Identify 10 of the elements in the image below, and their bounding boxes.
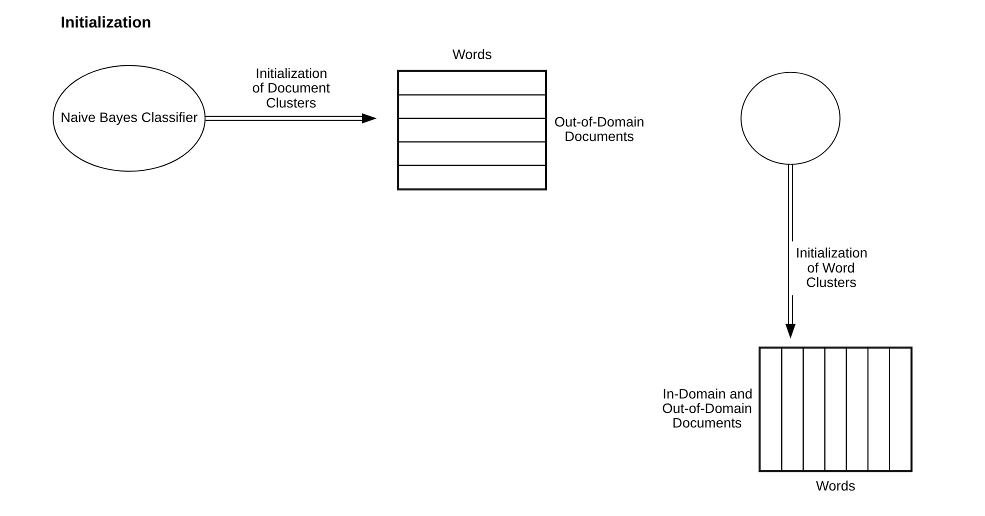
node-label: Words <box>815 478 855 494</box>
node-label: Out-of-Domain Documents <box>554 114 644 144</box>
node-ellipse: Naive Bayes Classifier <box>52 64 206 172</box>
node-circle <box>740 72 840 165</box>
diagram-title: Initialization <box>60 14 151 32</box>
edge-label: Initialization of Word Clusters <box>795 246 868 290</box>
arrow <box>204 113 376 124</box>
node-label: Words <box>452 46 492 62</box>
edge-label: Initialization of Document Clusters <box>252 66 330 110</box>
node-label: In-Domain and Out-of-Domain Documents <box>662 386 752 431</box>
